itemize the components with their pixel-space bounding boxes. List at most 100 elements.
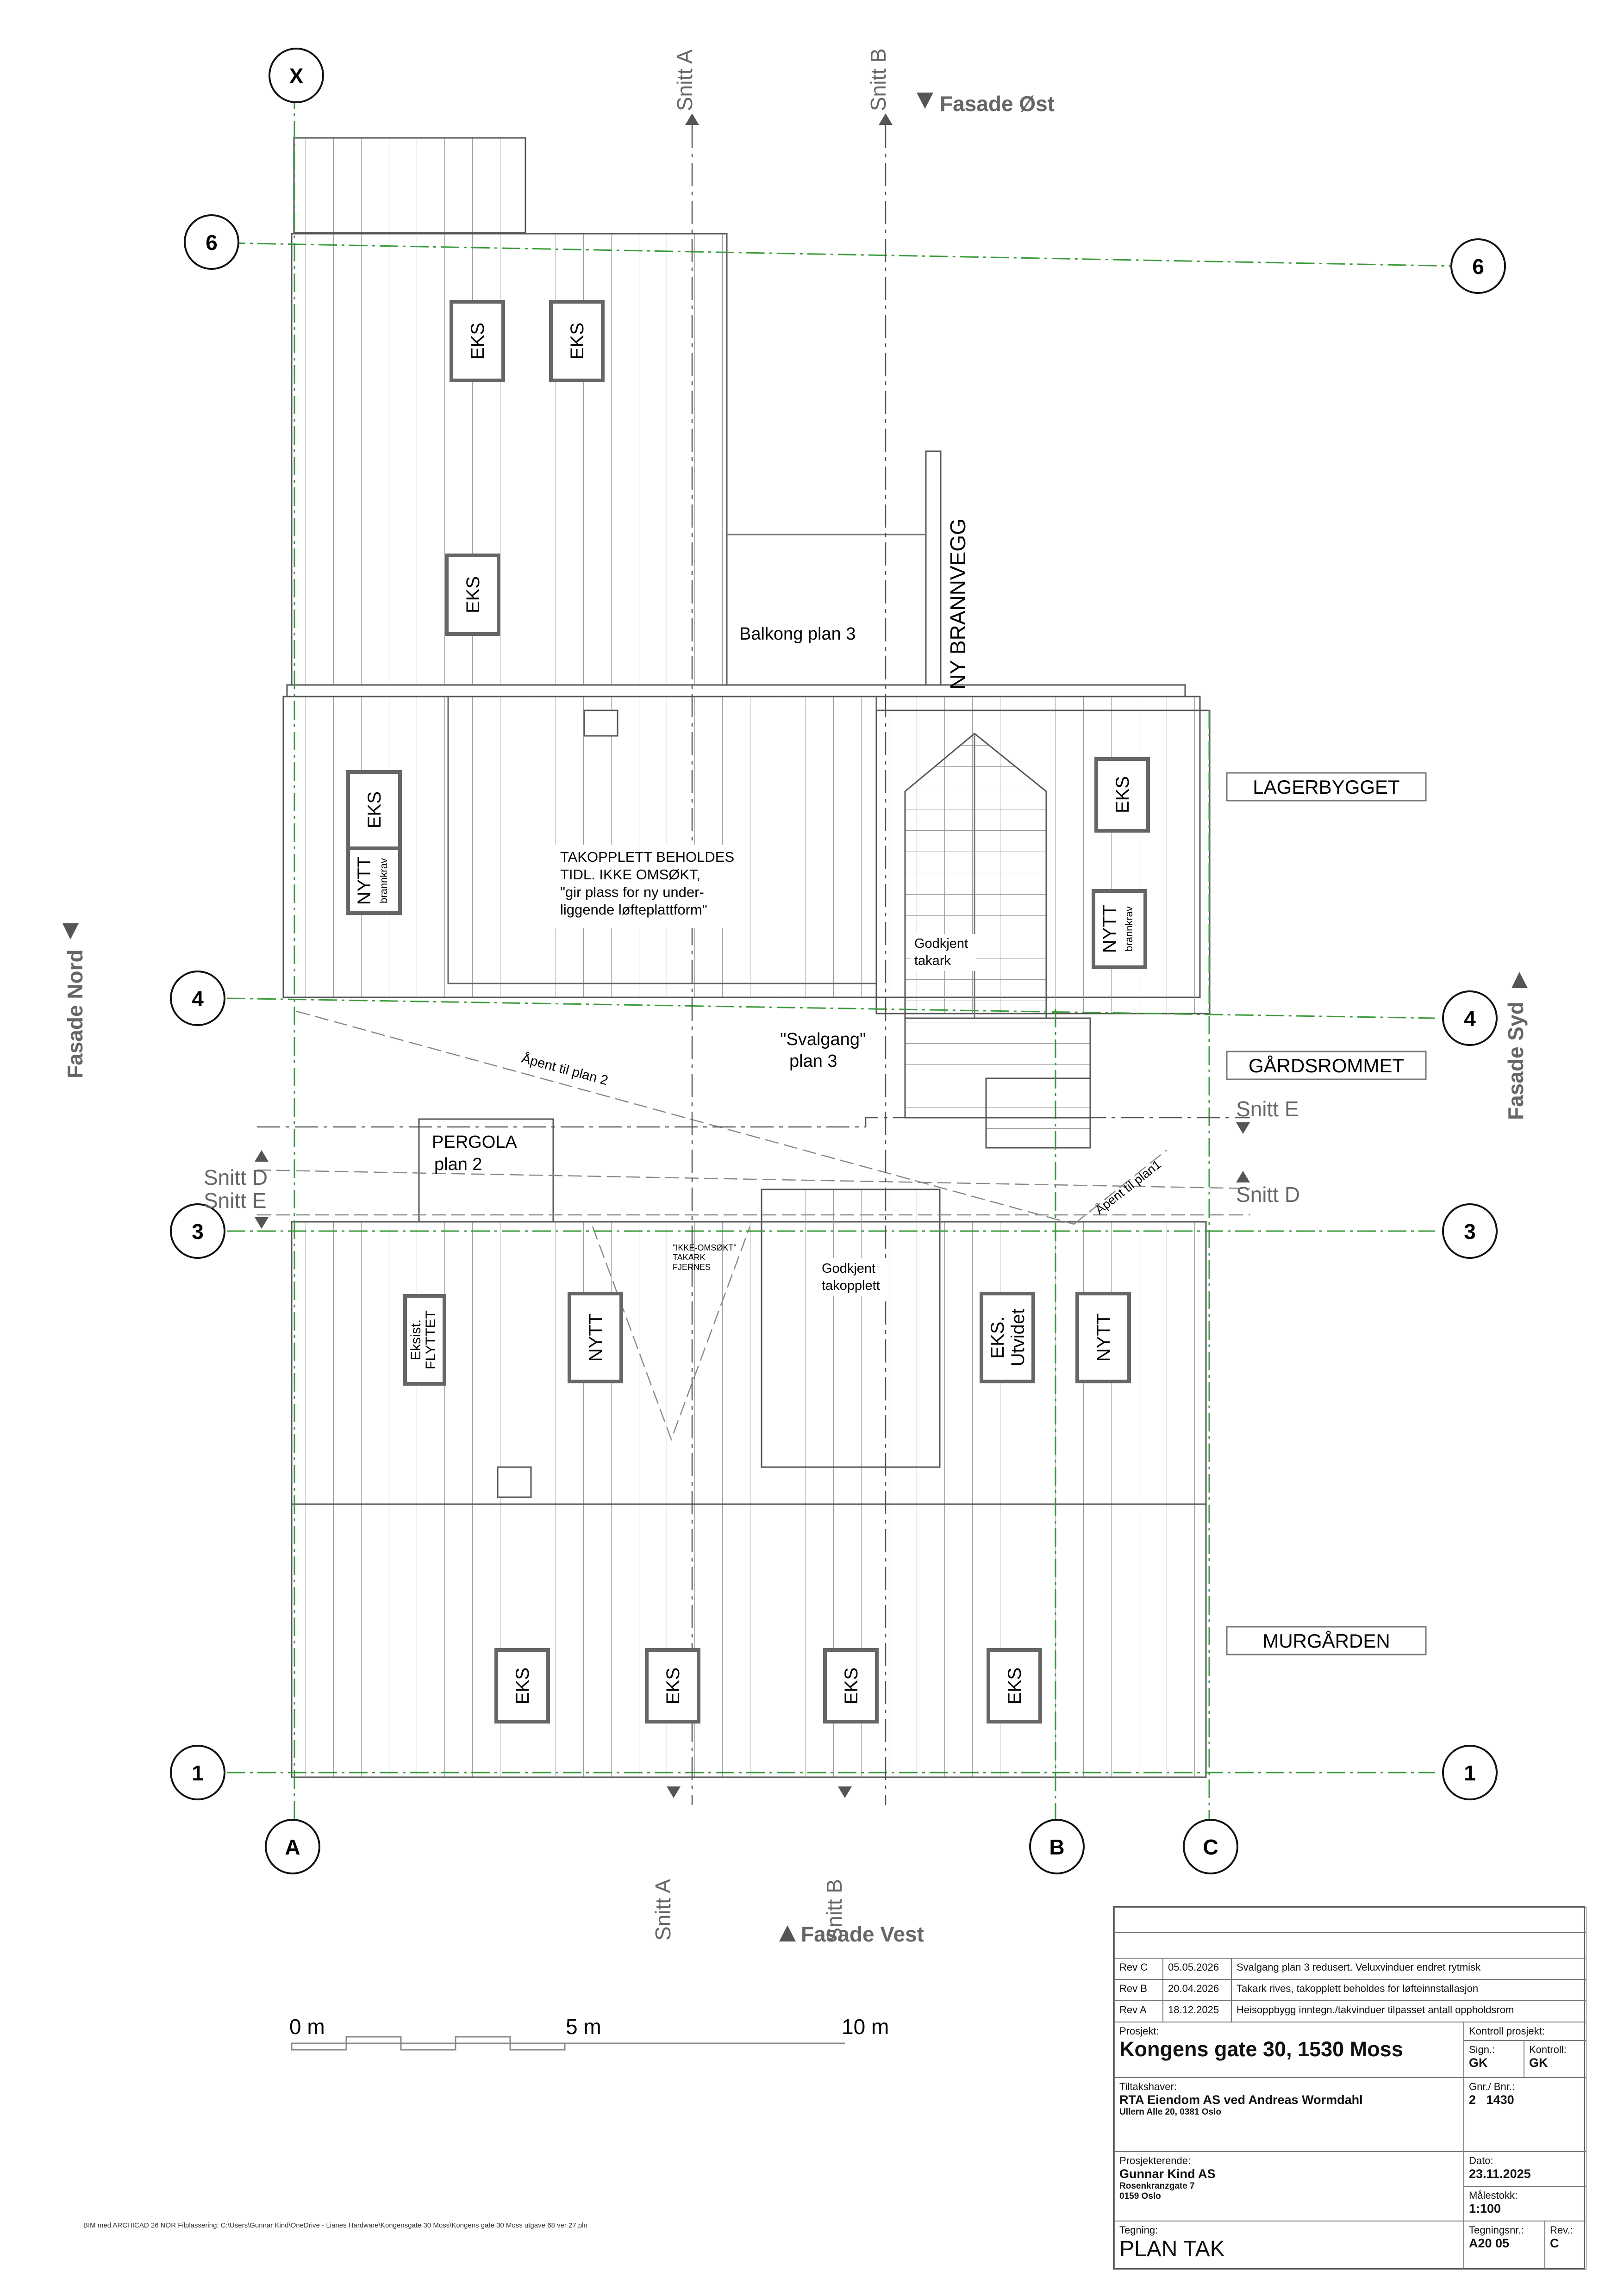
tb-prosjekt: Prosjekt: Kongens gate 30, 1530 Moss bbox=[1114, 2022, 1464, 2078]
snitt-e-left: Snitt E bbox=[204, 1188, 267, 1213]
tiltakshaver-label: Tiltakshaver: bbox=[1119, 2081, 1177, 2092]
facade-east-label: Fasade Øst bbox=[940, 92, 1055, 116]
svg-text:6: 6 bbox=[1472, 255, 1484, 279]
roof-top-extension bbox=[293, 137, 526, 234]
svg-text:Eksist.: Eksist. bbox=[408, 1319, 424, 1360]
tb-kontroll: Kontroll: GK bbox=[1524, 2041, 1587, 2078]
grid-bubble-1-left: 1 bbox=[170, 1745, 225, 1800]
svg-text:Godkjent: Godkjent bbox=[914, 936, 968, 951]
ny-brannvegg-wall bbox=[925, 450, 942, 693]
svalgang-label: "Svalgang" plan 3 bbox=[778, 1025, 877, 1076]
prosjekt-label: Prosjekt: bbox=[1119, 2025, 1159, 2037]
svg-text:TAKOPPLETT BEHOLDES: TAKOPPLETT BEHOLDES bbox=[560, 849, 734, 865]
roof-takopplett-area bbox=[447, 696, 877, 984]
lagerbygget-label: LAGERBYGGET bbox=[1253, 776, 1399, 798]
malestokk-label: Målestokk: bbox=[1469, 2190, 1518, 2201]
tiltakshaver-address: Ullern Alle 20, 0381 Oslo bbox=[1119, 2107, 1222, 2117]
skylight-eks-1: EKS bbox=[450, 300, 505, 382]
godkjent-takark-label: Godkjent takark bbox=[911, 934, 976, 971]
pergola-plan2 bbox=[418, 1118, 554, 1223]
skylight-eks-6: EKS bbox=[494, 1648, 550, 1724]
scale-bar: 0 m 5 m 10 m bbox=[289, 2015, 889, 2051]
svg-text:EKS: EKS bbox=[468, 323, 488, 360]
svg-text:brannkrav: brannkrav bbox=[378, 858, 389, 903]
svg-text:EKS: EKS bbox=[567, 323, 587, 360]
rev-a-id: Rev A bbox=[1114, 2001, 1163, 2022]
skylight-nytt-3: NYTT bbox=[568, 1292, 623, 1383]
grid-bubble-b: B bbox=[1029, 1819, 1085, 1874]
snitt-d-left: Snitt D bbox=[204, 1165, 268, 1189]
svg-text:4: 4 bbox=[192, 987, 204, 1011]
godkjent-takopplett-label: Godkjent takopplett bbox=[817, 1258, 887, 1296]
tb-rev: Rev.: C bbox=[1545, 2221, 1587, 2270]
skylight-eks-9: EKS bbox=[987, 1648, 1042, 1724]
svg-text:6: 6 bbox=[206, 230, 218, 255]
snitt-b-bottom: Snitt B bbox=[822, 1879, 846, 1942]
svg-text:3: 3 bbox=[192, 1220, 204, 1244]
skylight-eks-5: EKS bbox=[1094, 757, 1150, 833]
chimney-1 bbox=[583, 709, 618, 737]
svg-text:NYTT: NYTT bbox=[1099, 905, 1120, 953]
file-path-footer: BIM med ARCHICAD 26 NOR Filplassering: C… bbox=[83, 2221, 587, 2229]
scale-zero: 0 m bbox=[289, 2015, 325, 2039]
section-labels: Snitt A Snitt B Snitt A Snitt B Snitt D … bbox=[204, 48, 1300, 1941]
chimney-2 bbox=[497, 1466, 532, 1498]
rev-b-text: Takark rives, takopplett beholdes for lø… bbox=[1231, 1979, 1587, 2001]
ikke-omsokt-note: "IKKE-OMSØKT" TAKARK FJERNES bbox=[673, 1243, 737, 1272]
svg-text:FLYTTET: FLYTTET bbox=[423, 1310, 438, 1369]
svg-text:EKS: EKS bbox=[1005, 1668, 1025, 1705]
tb-kontroll-prosjekt: Kontroll prosjekt: bbox=[1464, 2022, 1587, 2041]
skylight-eks-4: EKS bbox=[346, 770, 402, 850]
tb-gnr: Gnr./ Bnr.: 2 1430 bbox=[1464, 2078, 1587, 2152]
kontroll-prosjekt-label: Kontroll prosjekt: bbox=[1469, 2025, 1545, 2037]
grid-bubble-6-right: 6 bbox=[1450, 238, 1506, 294]
scale-ten: 10 m bbox=[842, 2015, 889, 2039]
skylight-eks-utvidet: EKS. Utvidet bbox=[980, 1292, 1035, 1383]
rev-a-text: Heisoppbygg inntegn./takvinduer tilpasse… bbox=[1231, 2001, 1587, 2022]
malestokk-value: 1:100 bbox=[1469, 2202, 1501, 2215]
grid-bubble-x: X bbox=[269, 48, 324, 103]
tb-malestokk: Målestokk: 1:100 bbox=[1464, 2186, 1587, 2221]
stair-roof bbox=[904, 733, 1047, 1019]
tegningsnr-value: A20 05 bbox=[1469, 2236, 1510, 2250]
rev-c-id: Rev C bbox=[1114, 1958, 1163, 1979]
takopplett-note: TAKOPPLETT BEHOLDES TIDL. IKKE OMSØKT, "… bbox=[556, 845, 750, 928]
svg-text:"IKKE-OMSØKT": "IKKE-OMSØKT" bbox=[673, 1243, 737, 1252]
svg-text:liggende løfteplattform": liggende løfteplattform" bbox=[560, 902, 707, 918]
prosjekterende-city: 0159 Oslo bbox=[1119, 2191, 1161, 2201]
tb-tiltakshaver: Tiltakshaver: RTA Eiendom AS ved Andreas… bbox=[1114, 2078, 1464, 2152]
skylight-eks-2: EKS bbox=[549, 300, 605, 382]
tb-prosjekterende: Prosjekterende: Gunnar Kind AS Rosenkran… bbox=[1114, 2152, 1464, 2221]
apent-plan2-label: Åpent til plan 2 bbox=[520, 1051, 610, 1089]
kontroll-value: GK bbox=[1529, 2056, 1548, 2070]
dato-value: 23.11.2025 bbox=[1469, 2167, 1531, 2181]
tb-empty-row-1 bbox=[1114, 1907, 1587, 1933]
svg-text:NYTT: NYTT bbox=[586, 1313, 606, 1362]
svg-text:"Svalgang": "Svalgang" bbox=[780, 1030, 866, 1049]
svg-text:EKS.: EKS. bbox=[987, 1316, 1008, 1358]
snitt-d-right: Snitt D bbox=[1236, 1182, 1300, 1207]
roof-areas bbox=[282, 137, 1211, 1778]
facade-north-label: Fasade Nord bbox=[63, 949, 87, 1078]
svg-text:NYTT: NYTT bbox=[354, 857, 375, 905]
ny-brannvegg-label: NY BRANNVEGG bbox=[946, 518, 970, 690]
tegning-name: PLAN TAK bbox=[1119, 2237, 1225, 2261]
grid-bubble-3-left: 3 bbox=[170, 1203, 225, 1259]
sign-label: Sign.: bbox=[1469, 2044, 1495, 2055]
svg-text:takopplett: takopplett bbox=[822, 1278, 880, 1293]
svg-text:X: X bbox=[289, 64, 304, 88]
rev-value: C bbox=[1550, 2236, 1559, 2250]
skylight-nytt-4: NYTT bbox=[1075, 1292, 1131, 1383]
scale-five: 5 m bbox=[566, 2015, 601, 2039]
kontroll-label: Kontroll: bbox=[1529, 2044, 1567, 2055]
svg-text:EKS: EKS bbox=[364, 791, 385, 828]
section-lines bbox=[257, 125, 1250, 1805]
prosjekterende-street: Rosenkranzgate 7 bbox=[1119, 2181, 1195, 2191]
title-block: Rev C 05.05.2026 Svalgang plan 3 reduser… bbox=[1113, 1906, 1587, 2270]
skylight-eks-8: EKS bbox=[823, 1648, 879, 1724]
prosjekterende-label: Prosjekterende: bbox=[1119, 2155, 1191, 2166]
dato-label: Dato: bbox=[1469, 2155, 1493, 2166]
sign-value: GK bbox=[1469, 2056, 1488, 2070]
skylight-eksist-flyttet: Eksist. FLYTTET bbox=[403, 1294, 446, 1386]
grid-bubble-6-left: 6 bbox=[184, 214, 239, 270]
